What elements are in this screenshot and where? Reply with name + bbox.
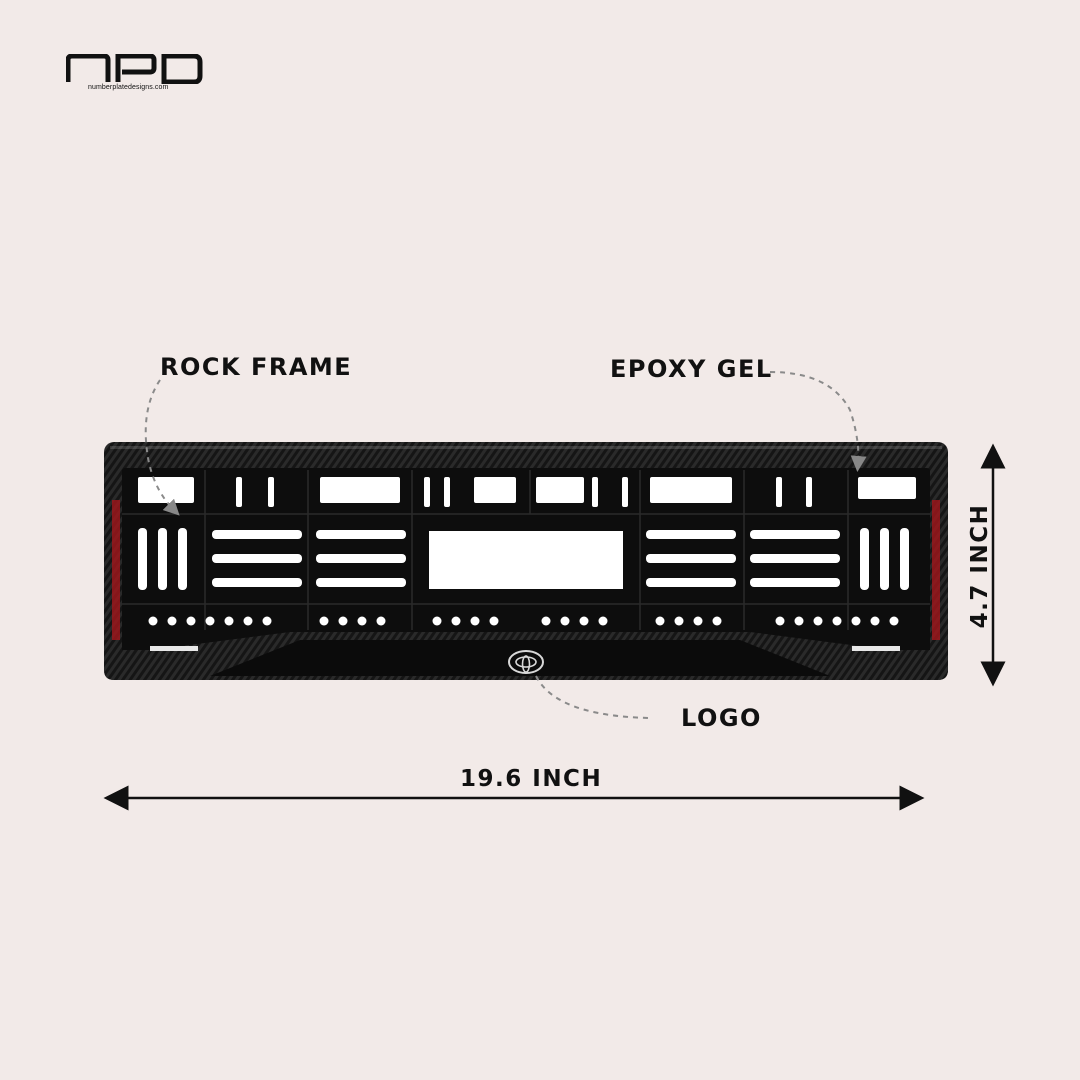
epoxy-gel-leader <box>769 371 867 472</box>
width-dimension-label: 19.6 INCH <box>460 766 603 792</box>
plate-frame <box>104 442 948 680</box>
logo-label: LOGO <box>681 704 762 732</box>
height-dimension-label: 4.7 INCH <box>967 503 993 629</box>
brand-url: numberplatedesigns.com <box>88 84 169 91</box>
callout-leaders <box>144 371 867 719</box>
logo-leader <box>535 675 651 719</box>
toyota-logo-icon <box>508 650 544 674</box>
npd-logo-icon <box>66 54 203 84</box>
brand-logo: numberplatedesigns.com <box>66 54 206 96</box>
rock-frame-leader <box>144 379 180 516</box>
rock-frame-label: ROCK FRAME <box>160 353 353 381</box>
epoxy-gel-label: EPOXY GEL <box>610 355 773 383</box>
